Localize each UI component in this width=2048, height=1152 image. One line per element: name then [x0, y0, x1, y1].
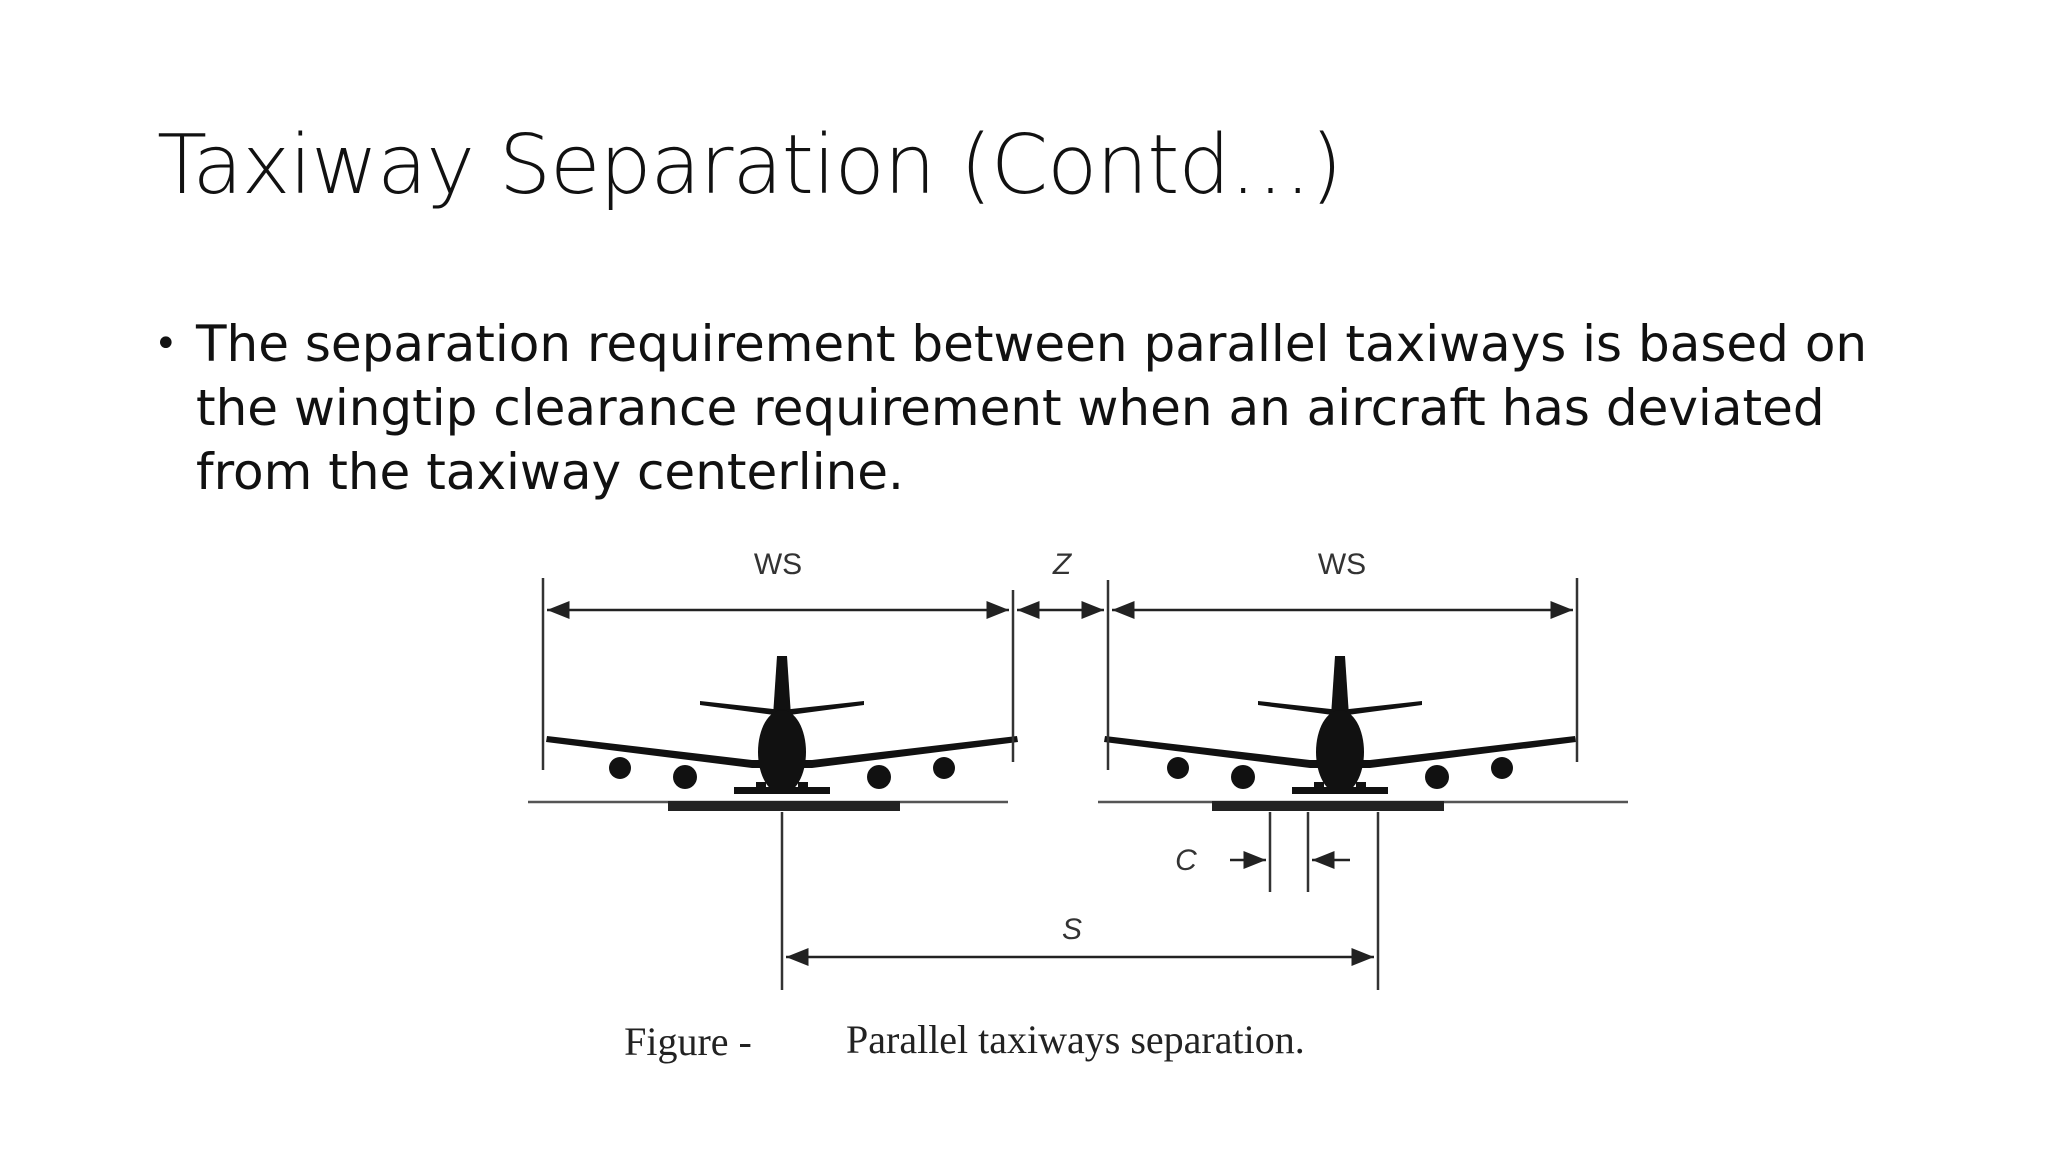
ws-right-label: WS	[1318, 548, 1366, 581]
z-label: Z	[1052, 548, 1073, 581]
slide-title: Taxiway Separation (Contd…)	[157, 118, 1342, 213]
figure-caption: Parallel taxiways separation.	[846, 1017, 1305, 1062]
s-label: S	[1062, 913, 1082, 946]
left-taxiway-pavement	[668, 801, 900, 811]
right-taxiway-pavement	[1212, 801, 1444, 811]
right-aircraft-icon	[1104, 656, 1576, 794]
bullet-list: • The separation requirement between par…	[154, 312, 1914, 504]
bullet-item: • The separation requirement between par…	[154, 312, 1914, 504]
ws-left-label: WS	[754, 548, 802, 581]
figure-caption-prefix: Figure -	[624, 1019, 752, 1064]
bullet-text: The separation requirement between paral…	[196, 315, 1868, 501]
taxiway-separation-diagram: WS Z WS C S Figure - Parallel taxiways s…	[528, 548, 1628, 1064]
bullet-dot: •	[154, 321, 178, 367]
c-label: C	[1175, 844, 1197, 877]
left-aircraft-icon	[546, 656, 1018, 794]
